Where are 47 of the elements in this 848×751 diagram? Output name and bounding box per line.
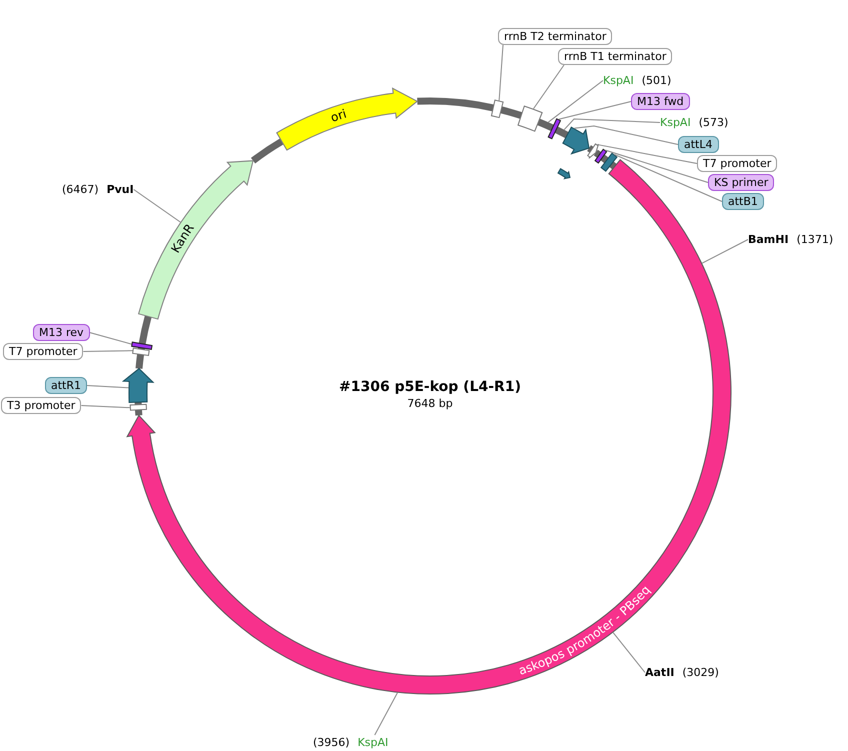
feature-label: T7 promoter	[3, 343, 84, 360]
sequence-feature	[276, 88, 418, 151]
feature-label: rrnB T1 terminator	[558, 48, 672, 65]
site-position: (6467)	[62, 182, 99, 197]
feature-label: attL4	[678, 136, 718, 153]
feature-label: KS primer	[708, 174, 774, 191]
leader-line	[548, 80, 604, 123]
site-position: (573)	[698, 115, 728, 130]
enzyme-name: KspAI	[358, 735, 388, 750]
site-position: (3956)	[313, 735, 350, 750]
leader-line	[564, 118, 660, 130]
enzyme-name: KspAI	[660, 115, 691, 130]
feature-box	[130, 404, 147, 411]
primer-mark	[131, 342, 153, 350]
feature-label: T3 promoter	[1, 397, 82, 414]
leader-line	[498, 44, 504, 102]
leader-line	[702, 239, 748, 264]
enzyme-name: BamHI	[748, 232, 789, 247]
leader-line	[614, 154, 722, 202]
leader-line	[574, 126, 678, 145]
leader-line	[133, 189, 181, 223]
leader-line	[80, 405, 130, 408]
plasmid-name: #1306 p5E-kop (L4-R1)	[339, 379, 521, 396]
enzyme-name: PvuI	[106, 182, 134, 197]
leader-line	[82, 350, 133, 352]
site-position: (501)	[642, 73, 672, 88]
site-position: (3029)	[682, 665, 719, 680]
feature-label: T7 promoter	[697, 155, 778, 172]
feature-box	[132, 348, 150, 356]
feature-label: ori	[328, 106, 348, 125]
feature-label: attB1	[722, 193, 764, 210]
feature-label: M13 fwd	[631, 93, 690, 110]
feature-label: rrnB T2 terminator	[498, 28, 612, 45]
leader-line	[558, 101, 632, 120]
enzyme-name: KspAI	[603, 73, 634, 88]
sequence-feature	[122, 368, 154, 403]
leader-line	[89, 332, 132, 345]
leader-line	[596, 144, 698, 164]
feature-label: M13 rev	[33, 324, 90, 341]
site-position: (1371)	[796, 232, 834, 247]
leader-line	[374, 692, 398, 736]
leader-line	[86, 385, 130, 388]
leader-line	[604, 150, 708, 183]
plasmid-size: 7648 bp	[407, 397, 453, 411]
enzyme-name: AatII	[645, 665, 674, 680]
leader-line	[532, 64, 564, 110]
feature-label: attR1	[45, 377, 88, 394]
